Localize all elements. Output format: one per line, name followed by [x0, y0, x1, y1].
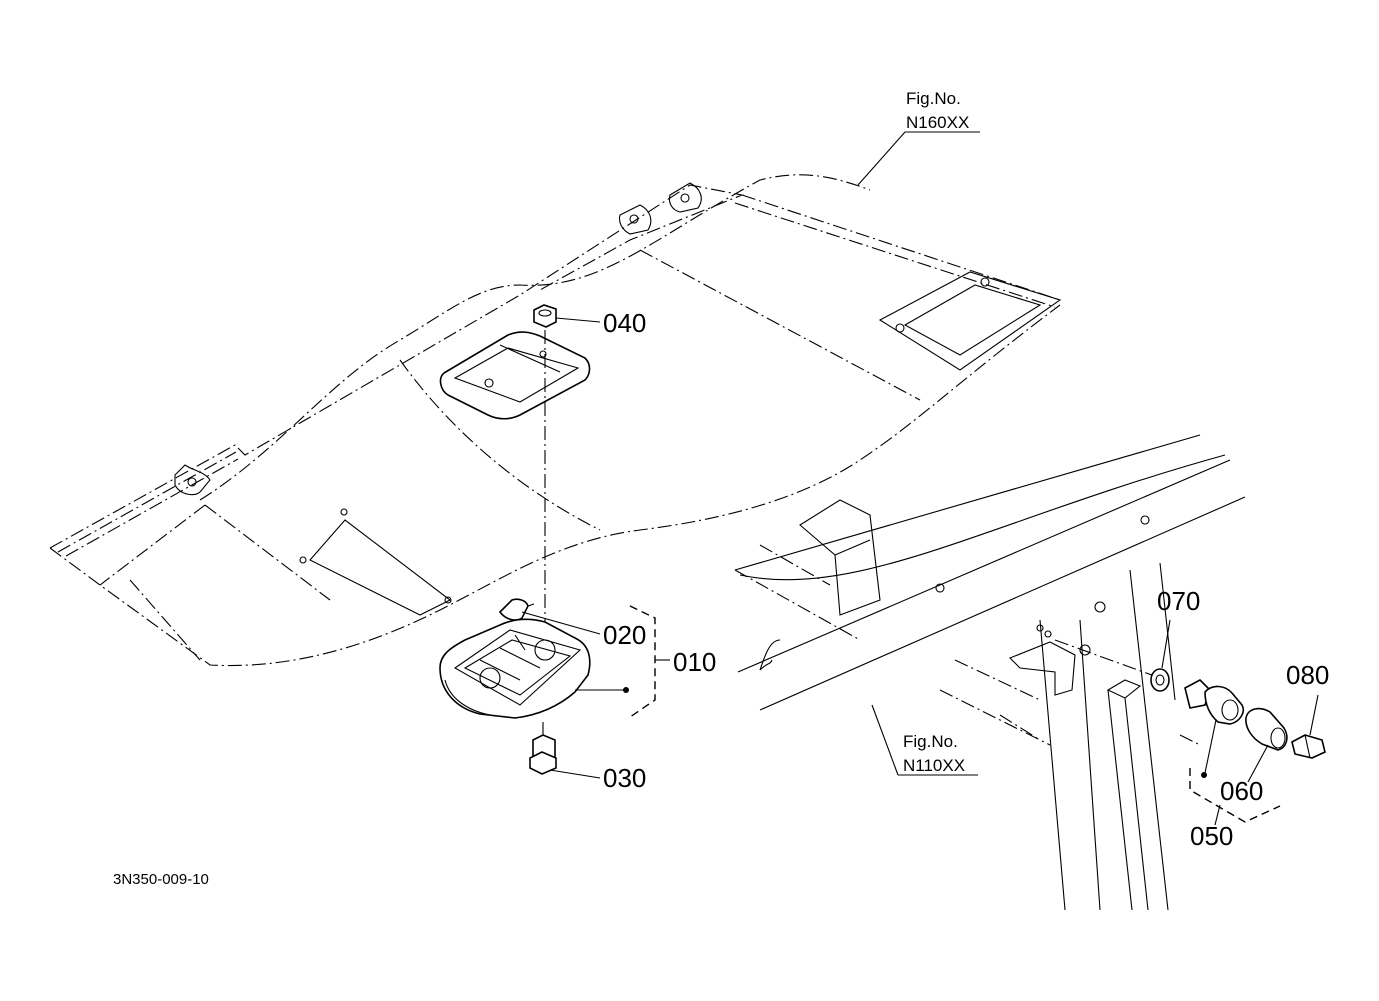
- leader-040: [555, 317, 601, 323]
- part-label-020[interactable]: 020: [603, 620, 646, 650]
- switch-centerline: [1054, 639, 1161, 679]
- part-label-040[interactable]: 040: [603, 308, 646, 338]
- knob-part-060[interactable]: [1245, 707, 1288, 751]
- nut-part-040[interactable]: [533, 304, 557, 328]
- leader-060: [1247, 744, 1269, 783]
- bracket-050: [1189, 768, 1281, 823]
- bracket-010: [629, 605, 656, 718]
- leader-070: [1161, 619, 1171, 669]
- room-lamp-housing[interactable]: [439, 618, 591, 719]
- screw-part-030[interactable]: [529, 722, 557, 775]
- part-label-080[interactable]: 080: [1286, 660, 1329, 690]
- cab-frame: [734, 434, 1246, 911]
- roof-panel-outline: [49, 174, 1062, 667]
- bolt-part-080[interactable]: [1291, 734, 1326, 759]
- switch-body-assembly[interactable]: [1184, 679, 1245, 725]
- fig-ref-top-line2[interactable]: N160XX: [906, 113, 969, 132]
- fig-ref-bottom-line1[interactable]: Fig.No.: [903, 732, 958, 751]
- part-label-030[interactable]: 030: [603, 763, 646, 793]
- fig-ref-top-leader: [857, 131, 980, 186]
- leader-080: [1309, 694, 1319, 736]
- part-label-010[interactable]: 010: [673, 647, 716, 677]
- fig-ref-bottom-line2[interactable]: N110XX: [903, 756, 965, 775]
- lamp-pointer-dot: [623, 687, 629, 693]
- diagram-code: 3N350-009-10: [113, 871, 209, 888]
- part-label-070[interactable]: 070: [1157, 586, 1200, 616]
- leader-050: [1214, 804, 1221, 826]
- lamp-bulb-part-020[interactable]: [498, 598, 535, 621]
- part-label-060[interactable]: 060: [1220, 776, 1263, 806]
- fig-ref-bottom-leader: [871, 704, 978, 776]
- switch-pointer-dot: [1201, 772, 1207, 778]
- leader-050-arrow: [1204, 719, 1217, 774]
- leader-030: [549, 769, 601, 779]
- fig-ref-top-line1[interactable]: Fig.No.: [906, 89, 961, 108]
- part-label-050[interactable]: 050: [1190, 821, 1233, 851]
- leader-020: [521, 611, 601, 635]
- mounting-plate: [439, 331, 591, 420]
- spacer-part-070[interactable]: [1150, 668, 1170, 692]
